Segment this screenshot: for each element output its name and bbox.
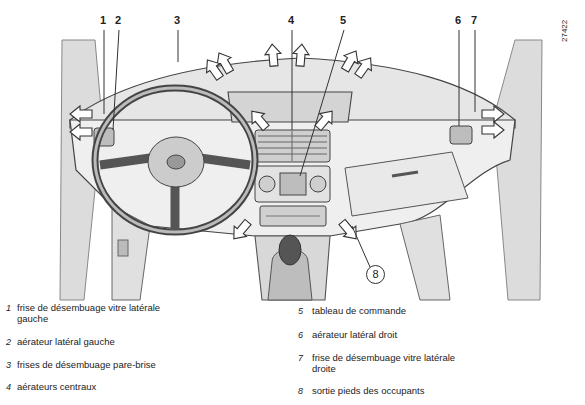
- callout-number: 5: [340, 14, 346, 27]
- legend-number: 3: [6, 360, 11, 370]
- callout-number: 4: [288, 14, 294, 27]
- legend-text: aérateurs centraux: [17, 382, 267, 393]
- legend-number: 2: [6, 337, 11, 347]
- callout-number: 3: [174, 14, 180, 27]
- legend-number: 7: [298, 353, 303, 363]
- leader-lines: [104, 30, 475, 267]
- callout-number: 2: [115, 14, 121, 27]
- legend-number: 1: [6, 303, 11, 313]
- legend-number: 5: [298, 306, 303, 316]
- legend-text: frise de désembuage vitre latérale gauch…: [17, 303, 185, 325]
- legend-number: 8: [298, 386, 303, 396]
- callout-number: 8: [372, 269, 378, 280]
- legend-text: tableau de commande: [312, 306, 572, 317]
- watermark: 27422: [560, 20, 569, 42]
- legend-text: frise de désembuage vitre latérale droit…: [312, 353, 480, 375]
- callout-number: 1: [100, 14, 106, 27]
- callout-number: 7: [471, 14, 477, 27]
- callout-circle: 8: [366, 265, 385, 284]
- legend-text: aérateur latéral droit: [312, 330, 572, 341]
- callout-number: 6: [455, 14, 461, 27]
- legend-text: sortie pieds des occupants: [312, 386, 572, 397]
- legend-number: 4: [6, 382, 11, 392]
- legend-text: frises de désembuage pare-brise: [17, 360, 267, 371]
- legend-text: aérateur latéral gauche: [17, 337, 267, 348]
- legend-number: 6: [298, 330, 303, 340]
